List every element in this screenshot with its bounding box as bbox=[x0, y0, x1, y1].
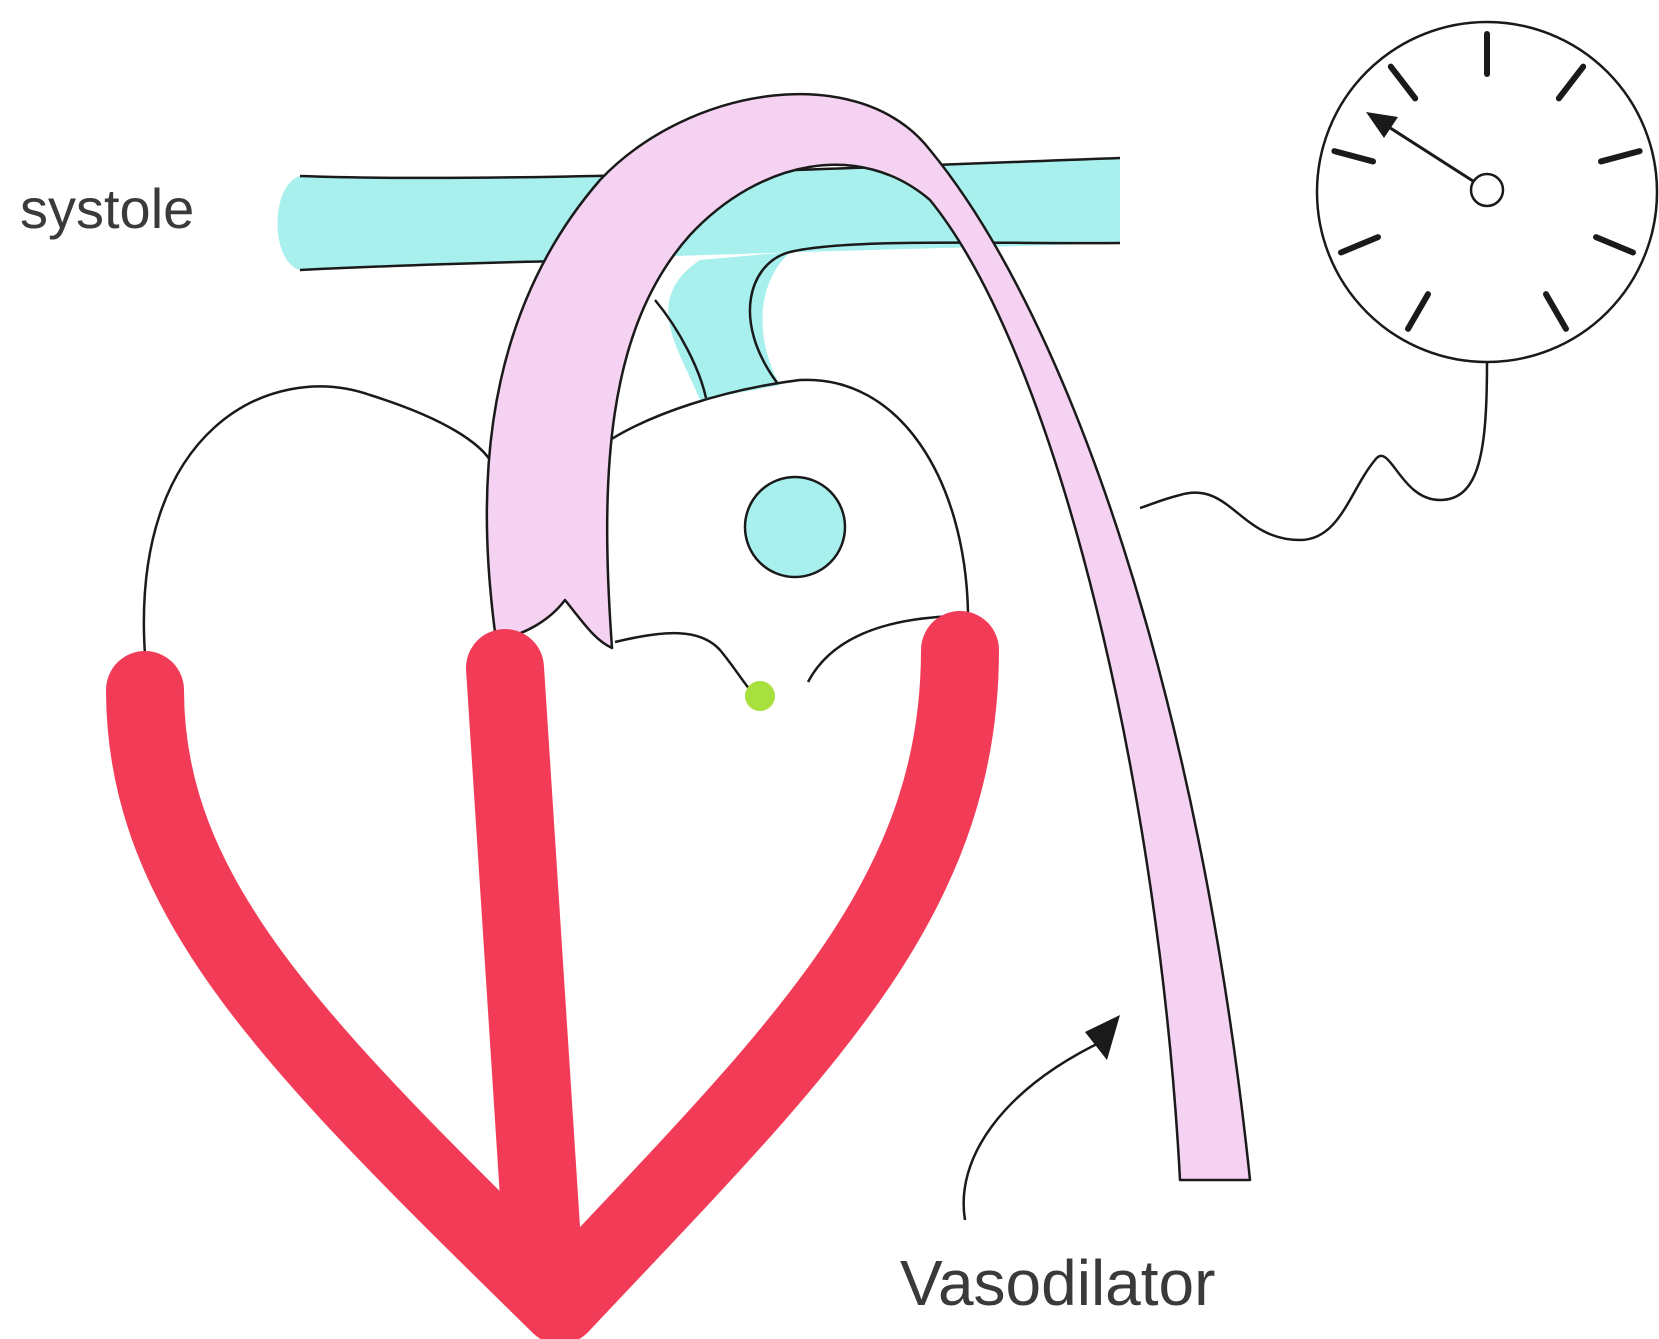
gauge-pivot bbox=[1471, 174, 1503, 206]
vasodilator-label: Vasodilator bbox=[900, 1247, 1215, 1319]
systole-label: systole bbox=[20, 177, 194, 240]
vessel-cyan-branch bbox=[668, 252, 790, 400]
green-node bbox=[745, 681, 775, 711]
vasodilator-arrowhead bbox=[1085, 1015, 1120, 1060]
vessel-cross-section bbox=[745, 477, 845, 577]
ventricle-walls bbox=[145, 650, 960, 1305]
left-atrium-outline bbox=[144, 386, 490, 655]
pressure-gauge bbox=[1140, 22, 1657, 540]
valve-line-left bbox=[615, 633, 752, 692]
aorta-arch bbox=[487, 94, 1250, 1180]
vasodilator-arrow bbox=[964, 1015, 1120, 1220]
gauge-tube bbox=[1140, 362, 1487, 540]
aorta bbox=[487, 94, 1250, 1180]
ventricle-septum bbox=[505, 668, 545, 1290]
ventricle-wall-right bbox=[560, 650, 960, 1305]
